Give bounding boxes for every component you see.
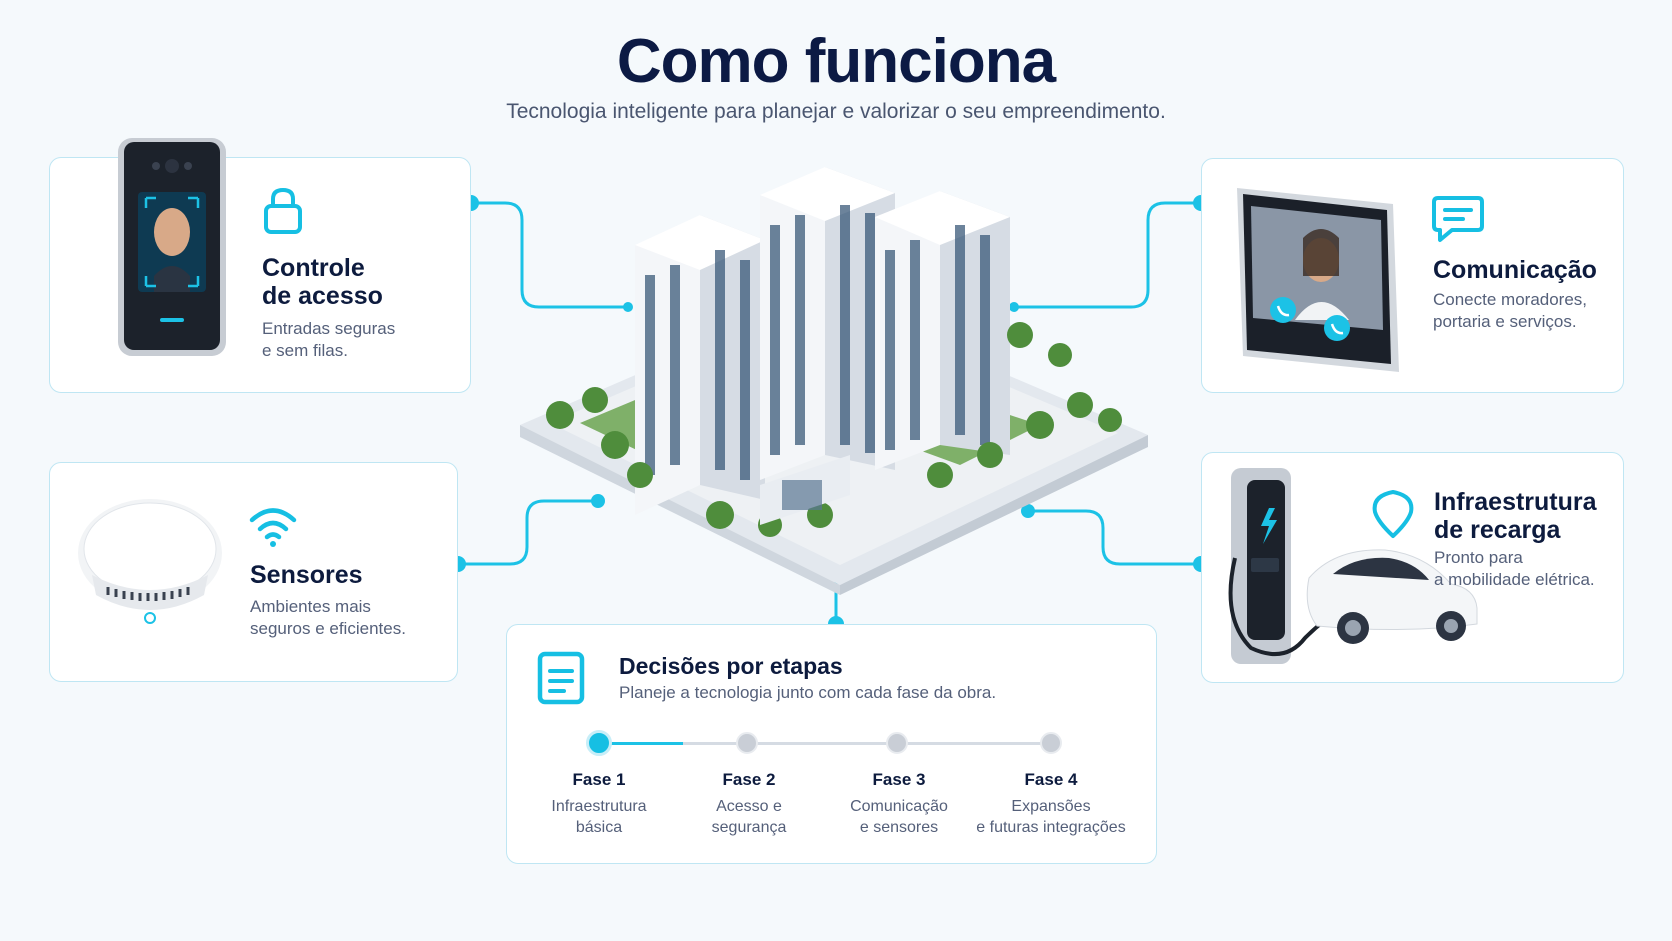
smoke-sensor-image <box>78 499 222 624</box>
charging-title: Infraestrutura de recarga <box>1434 488 1597 544</box>
ev-charger-car-image <box>1228 468 1478 664</box>
connector-access <box>471 201 628 309</box>
video-intercom-image <box>1237 188 1399 372</box>
location-pin-icon <box>1372 490 1414 538</box>
phase-3-dot[interactable] <box>886 732 908 754</box>
access-desc: Entradas seguras e sem filas. <box>262 319 396 360</box>
phase-track <box>599 742 1059 745</box>
face-reader-device-image <box>118 138 226 356</box>
phase-1: Fase 1 Infraestrutura básica <box>551 770 647 836</box>
communication-title: Comunicação <box>1433 256 1597 284</box>
phase-track-progress <box>599 742 683 745</box>
phase-2: Fase 2 Acesso e segurança <box>711 770 787 836</box>
phase-1-dot[interactable] <box>586 730 612 756</box>
lock-icon <box>264 187 302 234</box>
phase-3: Fase 3 Comunicação e sensores <box>850 770 948 836</box>
card-stage-decisions: Decisões por etapas Planeje a tecnologia… <box>506 624 1157 864</box>
steps-desc: Planeje a tecnologia junto com cada fase… <box>619 683 997 702</box>
access-title: Controle de acesso <box>262 254 383 310</box>
page-subtitle: Tecnologia inteligente para planejar e v… <box>506 100 1166 123</box>
document-icon <box>537 651 585 705</box>
connector-sensors <box>458 499 598 566</box>
chat-icon <box>1432 196 1484 242</box>
connector-charging <box>1028 509 1201 566</box>
phase-4: Fase 4 Expansões e futuras integrações <box>976 770 1126 836</box>
phase-4-dot[interactable] <box>1040 732 1062 754</box>
sensors-desc: Ambientes mais seguros e eficientes. <box>250 597 406 638</box>
communication-desc: Conecte moradores, portaria e serviços. <box>1433 290 1588 331</box>
phase-2-dot[interactable] <box>736 732 758 754</box>
building-illustration <box>520 167 1148 595</box>
connector-communication <box>1014 201 1201 309</box>
sensors-title: Sensores <box>250 561 363 589</box>
page-title: Como funciona <box>616 27 1056 96</box>
charging-desc: Pronto para a mobilidade elétrica. <box>1434 548 1595 589</box>
wifi-icon <box>249 508 297 547</box>
steps-title: Decisões por etapas <box>619 653 843 679</box>
card-access-control <box>49 157 471 393</box>
